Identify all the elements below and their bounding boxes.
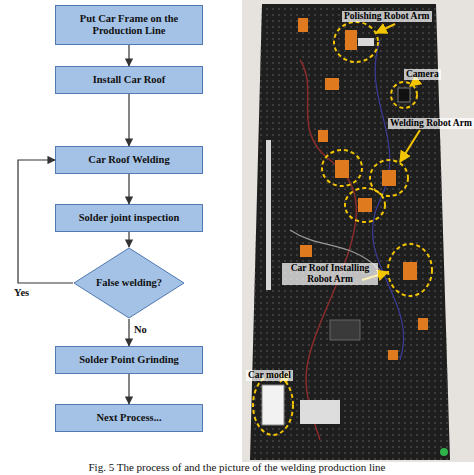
robot-arm-part bbox=[358, 198, 372, 212]
callout-arrow bbox=[376, 24, 395, 33]
flow-arrow bbox=[128, 232, 129, 247]
highlight-circle bbox=[388, 244, 432, 296]
cable-channel bbox=[266, 140, 271, 290]
highlight-circle bbox=[391, 82, 417, 108]
robot-arm-part bbox=[325, 78, 339, 90]
edge-label: No bbox=[134, 324, 147, 335]
flow-arrow bbox=[128, 374, 129, 404]
node-text: False welding? bbox=[92, 277, 166, 289]
flow-arrow bbox=[128, 45, 129, 66]
camera-body bbox=[398, 88, 410, 102]
wall-background bbox=[242, 0, 474, 462]
robot-arm-part bbox=[335, 160, 349, 178]
node-text: Install Car Roof bbox=[89, 74, 170, 86]
process-box: Car Roof Welding bbox=[55, 146, 203, 174]
highlight-circle bbox=[322, 150, 362, 186]
highlight-circle bbox=[370, 160, 408, 196]
flow-arrow bbox=[18, 160, 73, 283]
decision-diamond: False welding? bbox=[73, 247, 185, 319]
node-text: Next Process... bbox=[92, 412, 165, 424]
process-box: Solder Point Grinding bbox=[55, 346, 203, 374]
pegboard bbox=[250, 4, 450, 460]
edge-label: Yes bbox=[14, 287, 29, 298]
robot-arm-part bbox=[418, 318, 428, 330]
callout-label: Car model bbox=[246, 370, 293, 381]
flow-arrow bbox=[128, 94, 129, 146]
robot-arm-part bbox=[300, 245, 312, 257]
robot-arm-part bbox=[298, 18, 308, 32]
callout-label: Polishing Robot Arm bbox=[342, 11, 432, 22]
highlight-circle bbox=[334, 22, 378, 62]
figure-caption: Fig. 5 The process of and the picture of… bbox=[0, 461, 474, 474]
controller-board bbox=[300, 400, 340, 424]
robot-arm-part bbox=[318, 130, 328, 142]
flow-arrow bbox=[128, 319, 129, 346]
process-box: Put Car Frame on the Production Line bbox=[55, 5, 203, 45]
highlight-circle bbox=[253, 375, 293, 435]
process-box: Solder joint inspection bbox=[55, 204, 203, 232]
robot-arm-part bbox=[345, 30, 357, 50]
process-box: Next Process... bbox=[55, 404, 203, 432]
callout-label: Welding Robot Arm bbox=[388, 118, 474, 129]
node-text: Solder Point Grinding bbox=[75, 354, 183, 366]
callout-label: Camera bbox=[404, 69, 441, 80]
robot-arm-part bbox=[358, 38, 374, 46]
pegboard-holes bbox=[250, 4, 450, 460]
diamond-shape bbox=[74, 248, 184, 318]
callout-arrow bbox=[410, 80, 418, 86]
controller-board bbox=[330, 320, 360, 340]
highlight-circle bbox=[345, 188, 385, 222]
flow-arrow bbox=[128, 174, 129, 204]
robot-arm-part bbox=[403, 262, 417, 280]
process-box: Install Car Roof bbox=[55, 66, 203, 94]
node-text: Solder joint inspection bbox=[75, 212, 184, 224]
callout-arrow bbox=[400, 130, 420, 162]
node-text: Put Car Frame on the Production Line bbox=[56, 13, 202, 37]
robot-arm-part bbox=[388, 350, 398, 360]
power-button bbox=[440, 448, 448, 456]
robot-arm-part bbox=[382, 170, 396, 186]
car-model bbox=[262, 385, 284, 425]
callout-label: Car Roof Installing Robot Arm bbox=[282, 263, 378, 285]
node-text: Car Roof Welding bbox=[84, 154, 173, 166]
